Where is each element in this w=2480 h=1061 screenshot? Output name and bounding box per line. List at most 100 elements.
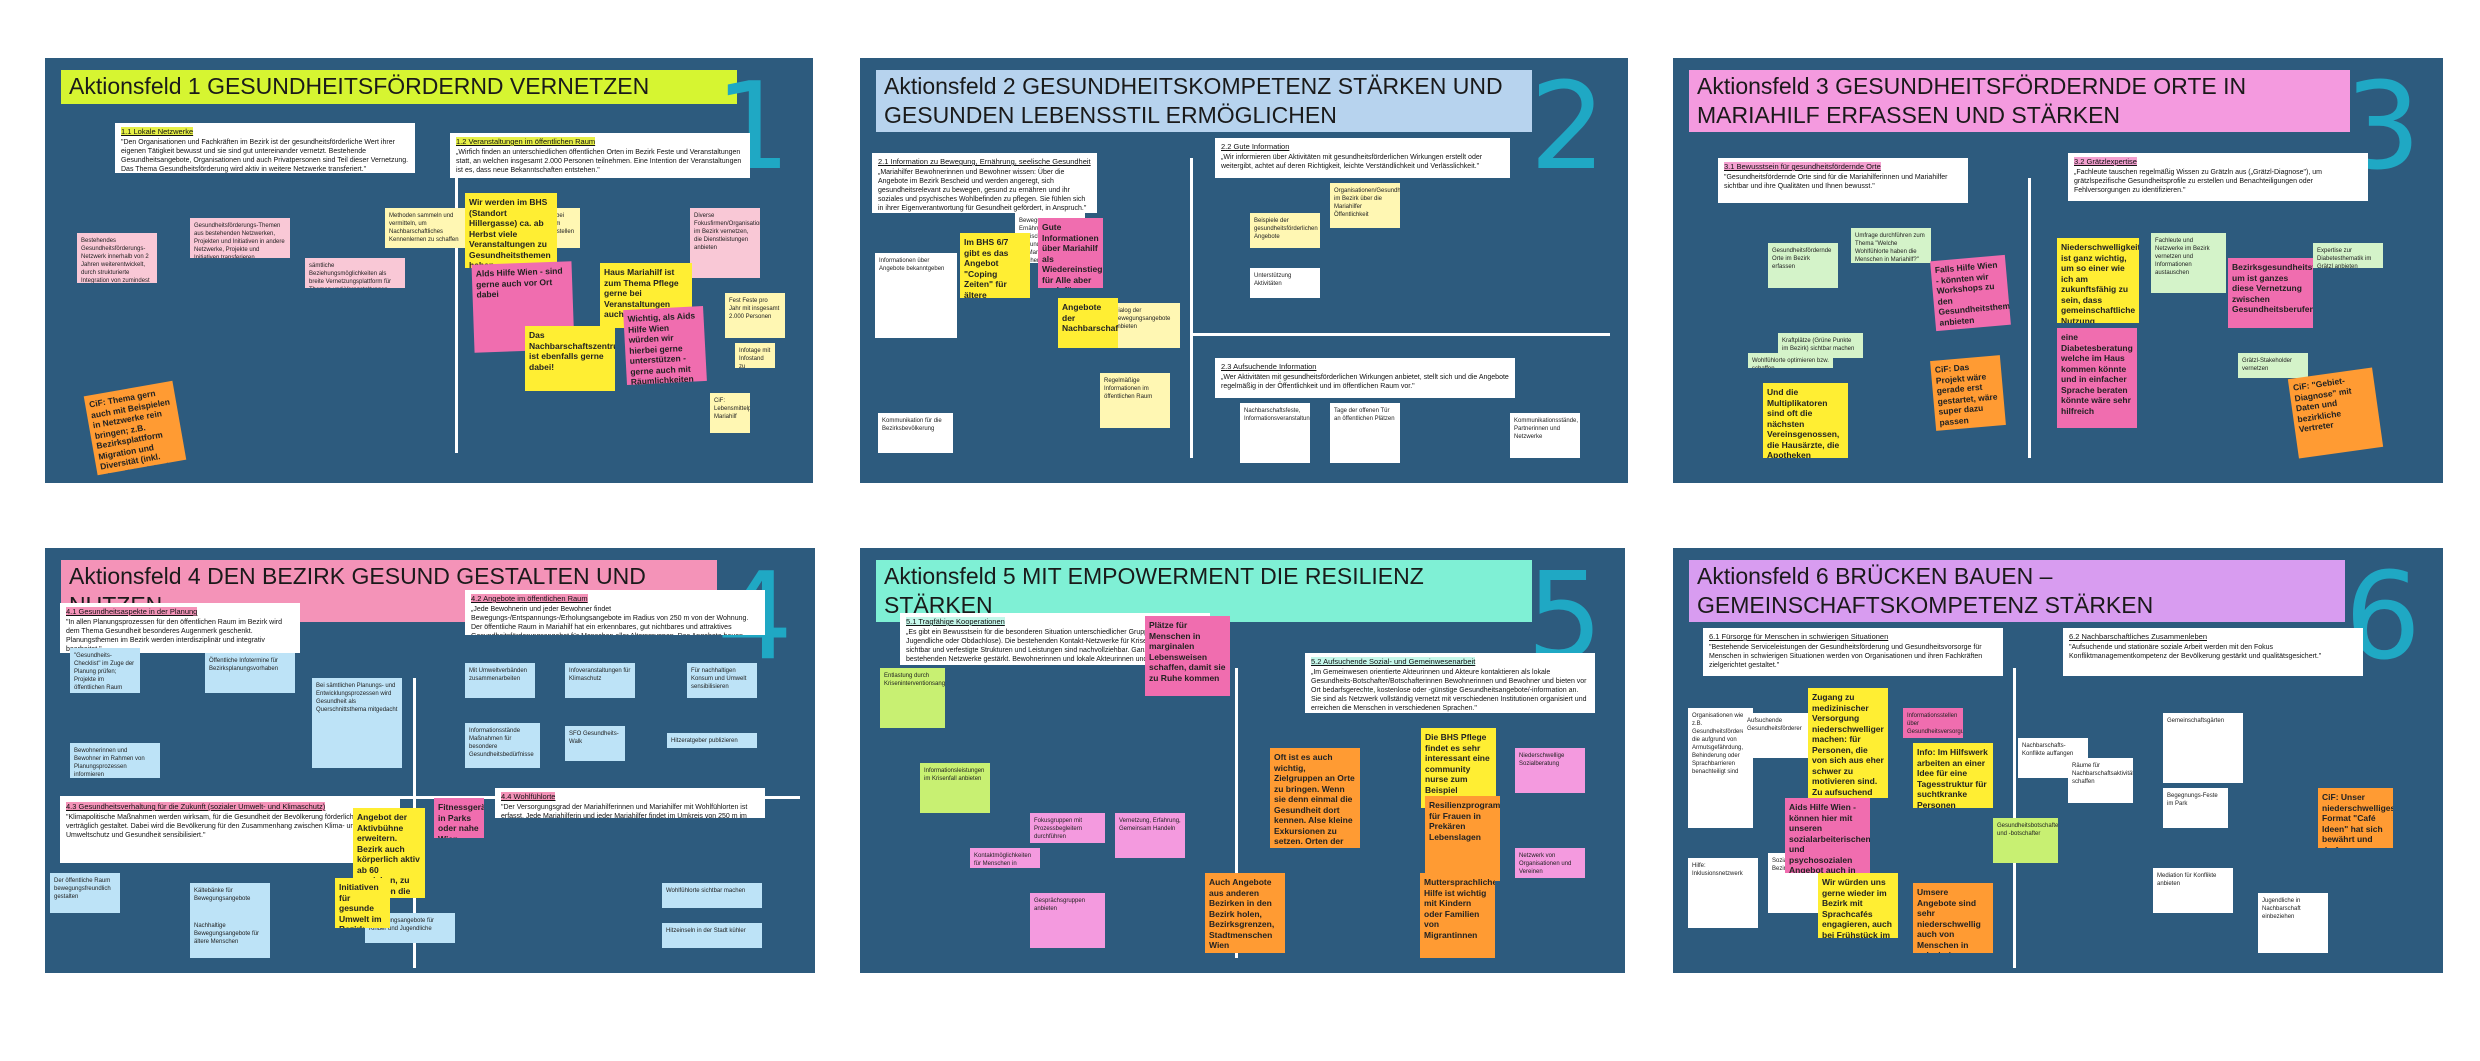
sticky-note[interactable]: "Gesundheits-Checklist" im Zuge der Plan… — [70, 648, 140, 693]
sticky-note[interactable]: Kommunikationsstände, Partnerinnen und N… — [1510, 413, 1580, 458]
sticky-note[interactable]: Hitzeratgeber publizieren — [667, 733, 757, 748]
sticky-note[interactable]: Jugendliche in Nachbarschaft einbeziehen — [2258, 893, 2328, 953]
sticky-note[interactable]: Mit Umweltverbänden zusammenarbeiten — [465, 663, 535, 698]
sticky-note[interactable]: Infotage mit Infostand zu Gesundheitsthe… — [735, 343, 775, 368]
sticky-note[interactable]: Kommunikation für die Bezirksbevölkerung — [878, 413, 953, 453]
sticky-note[interactable]: Mediation für Konflikte anbieten — [2153, 868, 2233, 913]
sticky-note[interactable]: Expertise zur Diabetesthematik im Grätzl… — [2313, 243, 2383, 268]
comment-sticky-note[interactable]: Falls Hilfe Wien - könnten wir Workshops… — [1930, 254, 2011, 332]
comment-sticky-note[interactable]: Im BHS 6/7 gibt es das Angebot "Coping Z… — [960, 233, 1030, 298]
sticky-note[interactable]: Bestehendes Gesundheitsförderungs-Netzwe… — [77, 233, 157, 283]
sticky-note[interactable]: Aufsuchende Gesundheitsförderer — [1743, 713, 1813, 758]
sticky-note[interactable]: Entlastung durch Kriseninterventionsange… — [880, 668, 945, 728]
aktionsfeld-panel-3: Aktionsfeld 3 GESUNDHEITSFÖRDERNDE ORTE … — [1673, 58, 2443, 483]
comment-sticky-note[interactable]: CiF: "Gebiet-Diagnose" mit Daten und bez… — [2287, 367, 2384, 459]
comment-sticky-note[interactable]: Plätze für Menschen in marginalen Lebens… — [1145, 616, 1230, 696]
sticky-note[interactable]: Hilfe: Inklusionsnetzwerk — [1688, 858, 1758, 928]
comment-sticky-note[interactable]: Oft ist es auch wichtig, Zielgruppen an … — [1270, 748, 1360, 848]
goal-card-heading: 3.1 Bewusstsein für gesundheitsfördernde… — [1724, 162, 1881, 171]
sticky-note[interactable]: Infoveranstaltungen für Klimaschutz — [565, 663, 635, 698]
sticky-note[interactable]: Methoden sammeln und vermitteln, um Nach… — [385, 208, 465, 248]
comment-sticky-note[interactable]: Muttersprachliche Hilfe ist wichtig mit … — [1420, 873, 1495, 958]
goal-card-heading: 1.2 Veranstaltungen im öffentlichen Raum — [456, 137, 596, 146]
comment-sticky-note[interactable]: CiF: Thema gern auch mit Beispielen in N… — [83, 380, 187, 476]
sticky-note[interactable]: Hitzeinseln in der Stadt kühler — [662, 923, 762, 948]
sticky-note[interactable]: Fokusgruppen mit Prozessbegleitern durch… — [1030, 813, 1105, 843]
comment-sticky-note[interactable]: Info: Im Hilfswerk arbeiten an einer Ide… — [1913, 743, 1993, 808]
sticky-note[interactable]: Vernetzung, Erfahrung, Gemeinsam Handeln — [1115, 813, 1185, 858]
sticky-note[interactable]: Tage der offenen Tür an öffentlichen Plä… — [1330, 403, 1400, 463]
goal-card-text: „Wir informieren über Aktivitäten mit ge… — [1221, 154, 1483, 170]
sticky-note[interactable]: SFO Gesundheits-Walk — [565, 726, 625, 761]
aktionsfeld-panel-1: Aktionsfeld 1 GESUNDHEITSFÖRDERND VERNET… — [45, 58, 813, 483]
goal-card-text: "Aufsuchende und stationäre soziale Arbe… — [2069, 644, 2322, 660]
sticky-note[interactable]: Netzwerk von Organisationen und Vereinen — [1515, 848, 1585, 878]
sticky-note[interactable]: Räume für Nachbarschaftsaktivitäten scha… — [2068, 758, 2133, 803]
goal-card: 1.1 Lokale Netzwerke"Den Organisationen … — [115, 123, 415, 173]
comment-sticky-note[interactable]: CiF: Das Projekt wäre gerade erst gestar… — [1930, 355, 2006, 431]
comment-sticky-note[interactable]: Resilienzprogramme für Frauen in Prekäre… — [1425, 796, 1500, 881]
panel-title: Aktionsfeld 2 GESUNDHEITSKOMPETENZ STÄRK… — [876, 70, 1532, 132]
sticky-note[interactable]: Dialog der Bewegungsangebote anbieten — [1110, 303, 1180, 348]
comment-sticky-note[interactable]: Wichtig, als Aids Hilfe Wien würden wir … — [623, 305, 707, 386]
goal-card: 6.2 Nachbarschaftliches Zusammenleben"Au… — [2063, 628, 2363, 676]
sticky-note[interactable]: Fest Feste pro Jahr mit insgesamt 2.000 … — [725, 293, 785, 338]
goal-card-heading: 2.3 Aufsuchende Information — [1221, 362, 1317, 371]
comment-sticky-note[interactable]: eine Diabetesberatung welche im Haus kom… — [2057, 328, 2137, 428]
goal-card-heading: 4.3 Gesundheitsverhaltung für die Zukunf… — [66, 802, 326, 811]
sticky-note[interactable]: sämtliche Beziehungsmöglichkeiten als br… — [305, 258, 405, 288]
comment-sticky-note[interactable]: Fitnessgeräte in Parks oder nahe Wien — [434, 798, 484, 838]
comment-sticky-note[interactable]: Gute Informationen über Mariahilf als Wi… — [1038, 218, 1103, 288]
sticky-note[interactable]: Wohlfühlorte optimieren bzw. schaffen — [1748, 353, 1833, 368]
goal-card-heading: 3.2 Grätzlexpertise — [2074, 157, 2137, 166]
goal-card: 2.3 Aufsuchende Information„Wer Aktivitä… — [1215, 358, 1515, 398]
goal-card: 1.2 Veranstaltungen im öffentlichen Raum… — [450, 133, 750, 178]
sticky-note[interactable]: Öffentliche Infotermine für Bezirksplanu… — [205, 653, 295, 693]
sticky-note[interactable]: Für nachhaltigen Konsum und Umwelt sensi… — [687, 663, 757, 698]
comment-sticky-note[interactable]: Die BHS Pflege findet es sehr interessan… — [1421, 728, 1496, 808]
comment-sticky-note[interactable]: Wir würden uns gerne wieder im Bezirk mi… — [1818, 873, 1898, 938]
sticky-note[interactable]: Beispiele der gesundheitsförderlichen An… — [1250, 213, 1320, 248]
sticky-note[interactable]: Informationsstellen über Gesundheitsvers… — [1903, 708, 1963, 738]
sticky-note[interactable]: Begegnungs-Feste im Park — [2163, 788, 2228, 828]
sticky-note[interactable]: Niederschwellige Sozialberatung — [1515, 748, 1585, 793]
sticky-note[interactable]: Organisationen wie z.B. Gesundheitsförde… — [1688, 708, 1753, 828]
sticky-note[interactable]: CiF: Lebensmittelpunkt Mariahilf — [710, 393, 750, 433]
comment-sticky-note[interactable]: Zugang zu medizinischer Versorgung niede… — [1808, 688, 1888, 798]
sticky-note[interactable]: Wohlfühlorte sichtbar machen — [662, 883, 762, 908]
sticky-note[interactable]: Informationen über Angebote bekanntgeben — [875, 253, 957, 338]
sticky-note[interactable]: Diverse Fokusfirmen/Organisationen im Be… — [690, 208, 760, 278]
sticky-note[interactable]: Fachleute und Netzwerke im Bezirk vernet… — [2151, 233, 2226, 293]
sticky-note[interactable]: Gesundheitsfördernde Orte im Bezirk erfa… — [1768, 243, 1838, 288]
sticky-note[interactable]: Regelmäßige Informationen im öffentliche… — [1100, 373, 1170, 428]
sticky-note[interactable]: Unterstützung Aktivitäten — [1250, 268, 1320, 298]
comment-sticky-note[interactable]: Auch Angebote aus anderen Bezirken in de… — [1205, 873, 1285, 953]
sticky-note[interactable]: Gesprächsgruppen anbieten — [1030, 893, 1105, 948]
sticky-note[interactable]: Nachbarschaftsfeste, Informationsveranst… — [1240, 403, 1310, 463]
sticky-note[interactable]: Gesundheitsförderungs-Themen aus bestehe… — [190, 218, 290, 258]
sticky-note[interactable]: Bewohnerinnen und Bewohner im Rahmen von… — [70, 743, 160, 778]
sticky-note[interactable]: Grätzl-Stakeholder vernetzen — [2238, 353, 2308, 378]
comment-sticky-note[interactable]: Und die Multiplikatoren sind oft die näc… — [1763, 383, 1848, 458]
comment-sticky-note[interactable]: Aids Hilfe Wien - können hier mit unsere… — [1785, 798, 1870, 873]
comment-sticky-note[interactable]: Bezirksgesundheitsführer: um ist ganzes … — [2228, 258, 2313, 328]
sticky-note[interactable]: Der öffentliche Raum bewegungsfreundlich… — [50, 873, 120, 913]
comment-sticky-note[interactable]: Niederschwelligkeit ist ganz wichtig, um… — [2057, 238, 2139, 323]
comment-sticky-note[interactable]: Umsere Angebote sind sehr niederschwelli… — [1913, 883, 1993, 953]
sticky-note[interactable]: Gemeinschaftsgärten — [2163, 713, 2243, 783]
sticky-note[interactable]: Informationsstände Maßnahmen für besonde… — [465, 723, 540, 768]
sticky-note[interactable]: Gesundheitsbotschafterinnen und -botscha… — [1993, 818, 2058, 863]
sticky-note[interactable]: Informationsleistungen im Krisenfall anb… — [920, 763, 990, 813]
aktionsfeld-panel-4: Aktionsfeld 4 DEN BEZIRK GESUND GESTALTE… — [45, 548, 815, 973]
comment-sticky-note[interactable]: Wir werden im BHS (Standort Hillergasse)… — [465, 193, 557, 268]
goal-card-text: „Im Gemeinwesen orientierte Akteurinnen … — [1311, 669, 1587, 712]
sticky-note[interactable]: Nachhaltige Bewegungsangebote für ältere… — [190, 918, 270, 958]
sticky-note[interactable]: Kontaktmöglichkeiten für Menschen in sch… — [970, 848, 1040, 868]
sticky-note[interactable]: Organisationen/Gesundheitsförderung im B… — [1330, 183, 1400, 228]
sticky-note[interactable]: Umfrage durchführen zum Thema "Welche Wo… — [1851, 228, 1931, 263]
comment-sticky-note[interactable]: CiF: Unser niederschwelliges Format "Caf… — [2318, 788, 2393, 848]
comment-sticky-note[interactable]: Angebote der Nachbarschaftszentren — [1058, 298, 1118, 348]
comment-sticky-note[interactable]: Initiativen für gesunde Umwelt im Bezirk — [335, 878, 390, 928]
comment-sticky-note[interactable]: Das Nachbarschaftszentrum ist ebenfalls … — [525, 326, 615, 391]
sticky-note[interactable]: Bei sämtlichen Planungs- und Entwicklung… — [312, 678, 402, 768]
